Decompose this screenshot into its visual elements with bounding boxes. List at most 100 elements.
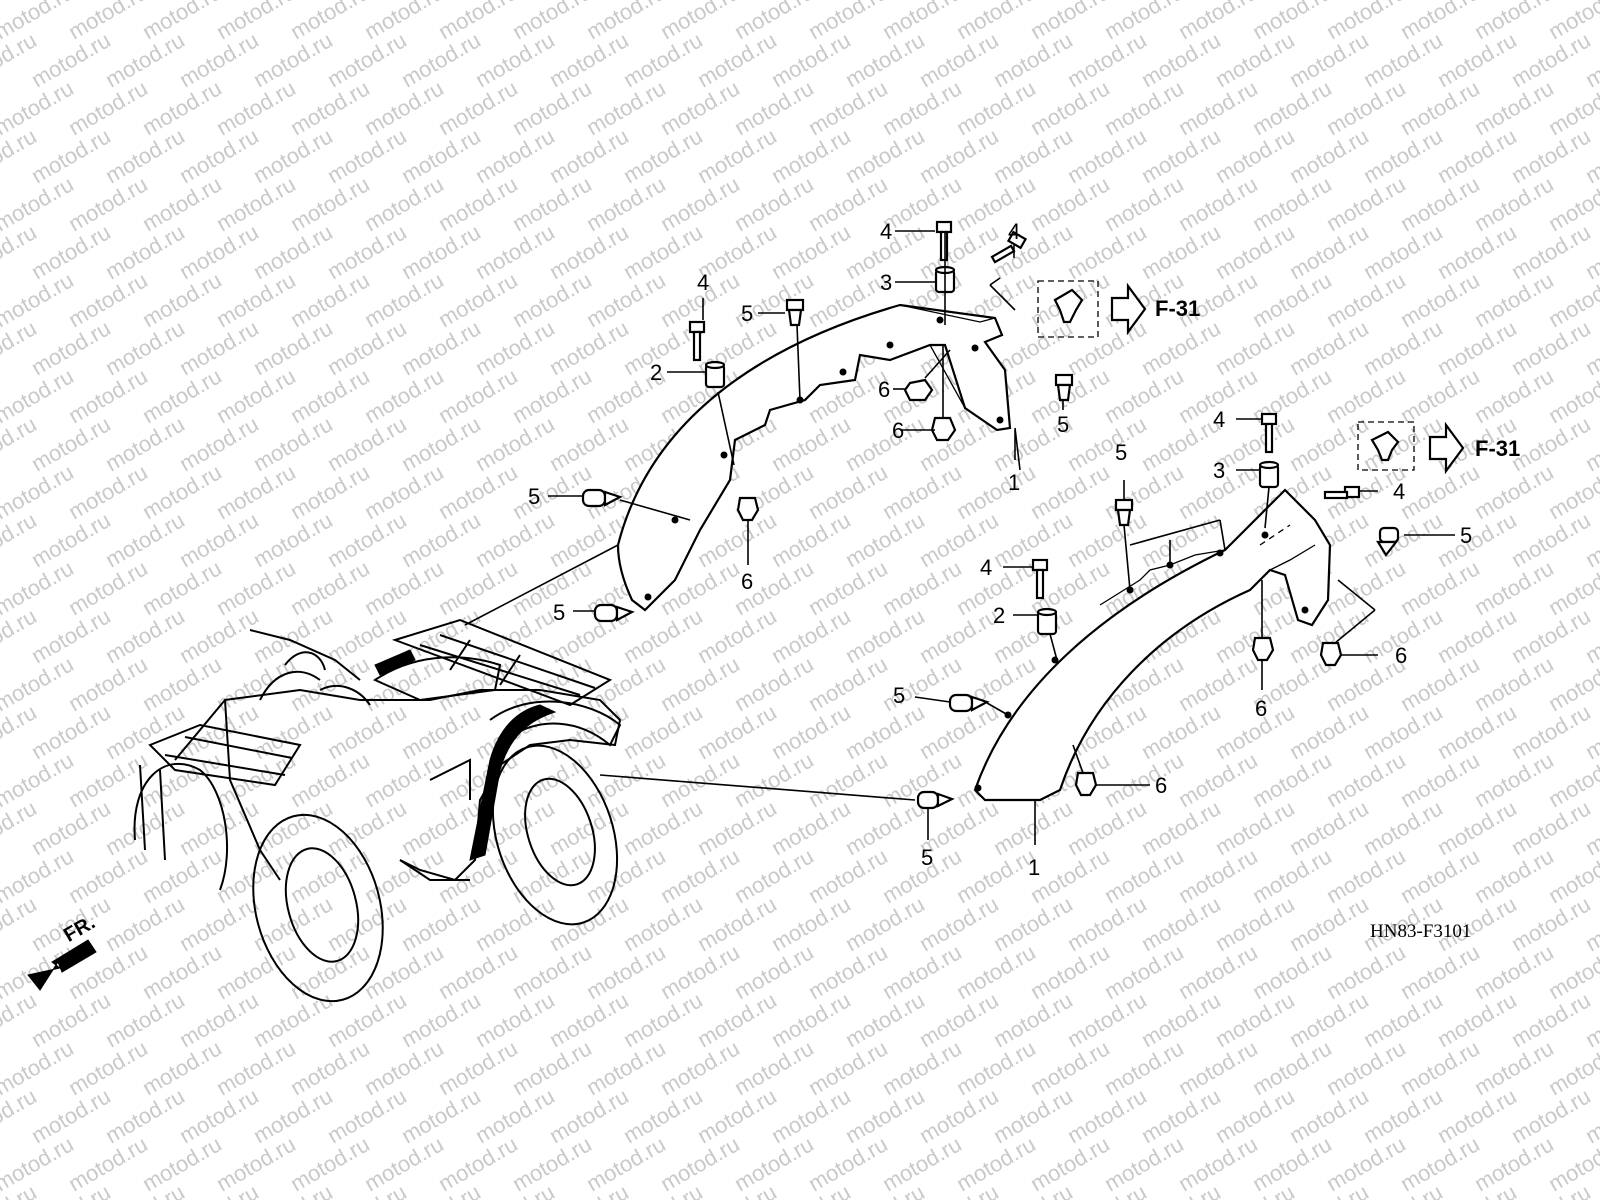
watermark-text: motod.ru: [138, 651, 226, 716]
watermark-text: motod.ru: [1285, 1083, 1373, 1148]
watermark-text: motod.ru: [1174, 747, 1262, 812]
watermark-text: motod.ru: [64, 555, 152, 620]
watermark-text: motod.ru: [1026, 459, 1114, 524]
watermark-text: motod.ru: [1211, 315, 1299, 380]
watermark-text: motod.ru: [249, 219, 337, 284]
watermark-text: motod.ru: [175, 123, 263, 188]
watermark-text: motod.ru: [1174, 1131, 1262, 1196]
watermark-text: motod.ru: [471, 315, 559, 380]
watermark-text: motod.ru: [656, 843, 744, 908]
callout-5: 5: [553, 600, 565, 625]
watermark-text: motod.ru: [841, 507, 929, 572]
watermark-text: motod.ru: [1063, 1083, 1151, 1148]
watermark-text: motod.ru: [1174, 939, 1262, 1004]
watermark-text: motod.ru: [656, 1131, 744, 1196]
watermark-text: motod.ru: [175, 27, 263, 92]
watermark-text: motod.ru: [397, 699, 485, 764]
watermark-text: motod.ru: [249, 27, 337, 92]
watermark-text: motod.ru: [1396, 843, 1484, 908]
watermark-text: motod.ru: [915, 603, 1003, 668]
watermark-text: motod.ru: [1359, 507, 1447, 572]
watermark-text: motod.ru: [1433, 123, 1521, 188]
watermark-text: motod.ru: [508, 1131, 596, 1196]
watermark-text: motod.ru: [1285, 123, 1373, 188]
watermark-text: motod.ru: [101, 411, 189, 476]
front-arrow-icon: [27, 939, 97, 991]
push-clip-icon: [948, 693, 990, 713]
watermark-text: motod.ru: [1211, 219, 1299, 284]
watermark-text: motod.ru: [1026, 75, 1114, 140]
watermark-text: motod.ru: [619, 795, 707, 860]
watermark-text: motod.ru: [64, 459, 152, 524]
watermark-text: motod.ru: [1100, 747, 1188, 812]
watermark-text: motod.ru: [138, 1035, 226, 1100]
watermark-text: motod.ru: [1211, 123, 1299, 188]
watermark-text: motod.ru: [1322, 75, 1410, 140]
watermark-text: motod.ru: [582, 171, 670, 236]
watermark-text: motod.ru: [1433, 507, 1521, 572]
nut-icon: [903, 378, 934, 402]
watermark-text: motod.ru: [1248, 1035, 1336, 1100]
watermark-text: motod.ru: [286, 459, 374, 524]
watermark-text: motod.ru: [434, 1131, 522, 1196]
watermark-text: motod.ru: [138, 555, 226, 620]
watermark-text: motod.ru: [767, 411, 855, 476]
watermark-text: motod.ru: [915, 27, 1003, 92]
watermark-text: motod.ru: [360, 363, 448, 428]
watermark-text: motod.ru: [101, 699, 189, 764]
callout-4: 4: [880, 219, 892, 244]
watermark-text: motod.ru: [1359, 219, 1447, 284]
watermark-text: motod.ru: [138, 1131, 226, 1196]
callout-6: 6: [878, 377, 890, 402]
watermark-text: motod.ru: [730, 75, 818, 140]
watermark-text: motod.ru: [1285, 891, 1373, 956]
watermark-text: motod.ru: [804, 459, 892, 524]
callout-5: 5: [921, 845, 933, 870]
watermark-text: motod.ru: [471, 411, 559, 476]
watermark-text: motod.ru: [212, 267, 300, 332]
watermark-text: motod.ru: [1063, 315, 1151, 380]
watermark-text: motod.ru: [656, 939, 744, 1004]
watermark-text: motod.ru: [582, 267, 670, 332]
watermark-text: motod.ru: [1470, 1035, 1558, 1100]
watermark-text: motod.ru: [286, 363, 374, 428]
watermark-text: motod.ru: [471, 987, 559, 1052]
watermark-text: motod.ru: [434, 363, 522, 428]
watermark-text: motod.ru: [175, 219, 263, 284]
watermark-text: motod.ru: [693, 1083, 781, 1148]
callout-6: 6: [1395, 643, 1407, 668]
watermark-text: motod.ru: [508, 75, 596, 140]
watermark-text: motod.ru: [1026, 1131, 1114, 1196]
watermark-text: motod.ru: [471, 1083, 559, 1148]
watermark-text: motod.ru: [64, 651, 152, 716]
watermark-text: motod.ru: [286, 75, 374, 140]
watermark-text: motod.ru: [1063, 987, 1151, 1052]
callout-6: 6: [892, 418, 904, 443]
ref-label-f31: F-31: [1155, 296, 1200, 321]
watermark-text: motod.ru: [212, 75, 300, 140]
watermark-text: motod.ru: [1026, 1035, 1114, 1100]
watermark-text: motod.ru: [804, 651, 892, 716]
watermark-text: motod.ru: [1507, 315, 1595, 380]
watermark-text: motod.ru: [360, 747, 448, 812]
collar-icon: [1258, 460, 1280, 489]
watermark-text: motod.ru: [249, 603, 337, 668]
watermark-text: motod.ru: [1470, 747, 1558, 812]
watermark-text: motod.ru: [1211, 1083, 1299, 1148]
watermark-text: motod.ru: [1470, 651, 1558, 716]
leader-atv-upper: [464, 544, 619, 626]
watermark-text: motod.ru: [360, 1131, 448, 1196]
callout-1: 1: [1008, 470, 1020, 495]
watermark-text: motod.ru: [249, 987, 337, 1052]
bolt-icon: [688, 320, 706, 362]
callout-4: 4: [980, 555, 992, 580]
watermark-text: motod.ru: [1396, 75, 1484, 140]
watermark-text: motod.ru: [841, 795, 929, 860]
watermark-text: motod.ru: [360, 171, 448, 236]
watermark-text: motod.ru: [619, 27, 707, 92]
upper-fender: [616, 303, 1012, 612]
watermark-text: motod.ru: [1285, 795, 1373, 860]
callout-5: 5: [528, 484, 540, 509]
watermark-text: motod.ru: [1248, 171, 1336, 236]
watermark-text: motod.ru: [1026, 939, 1114, 1004]
